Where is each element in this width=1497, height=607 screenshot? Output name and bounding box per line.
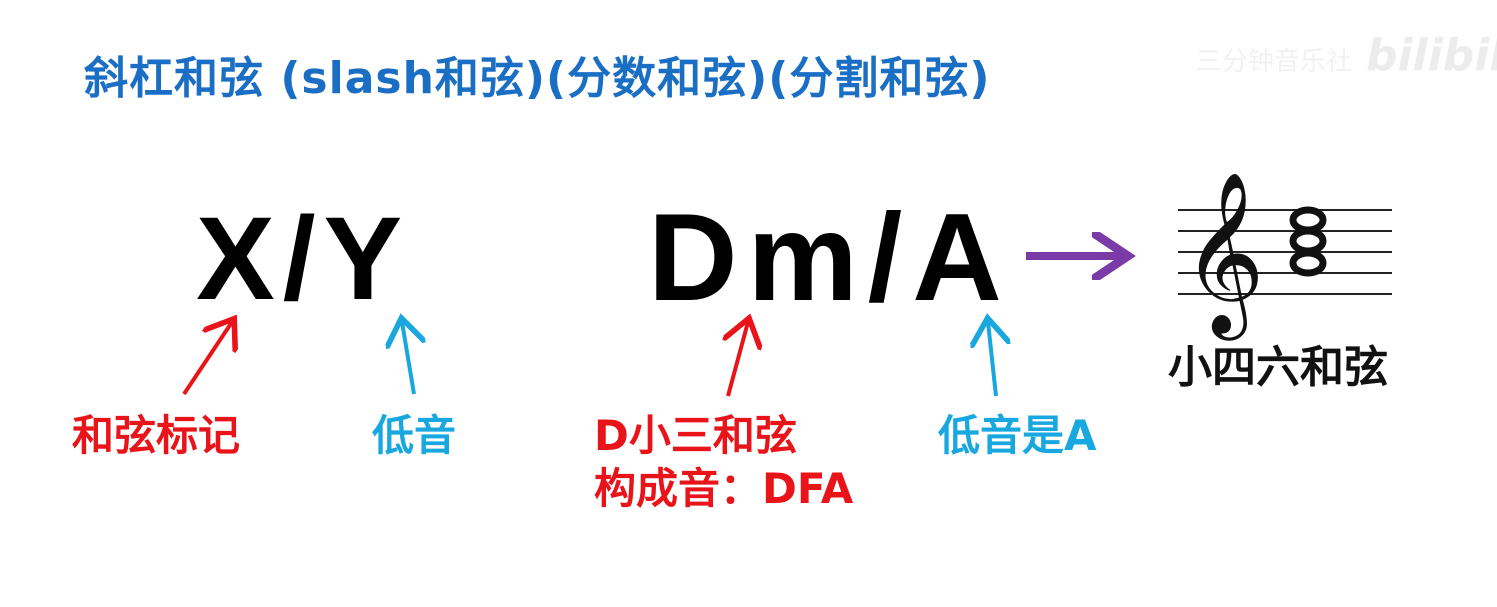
- treble-clef-icon: 𝄞: [1182, 171, 1265, 341]
- chord-mark-arrow: [182, 322, 232, 396]
- watermark-text: 三分钟音乐社: [1196, 47, 1353, 77]
- bilibili-logo: bilibili: [1366, 30, 1497, 81]
- bass-a-label: 低音是A: [938, 411, 1097, 460]
- music-staff: [1178, 209, 1392, 295]
- page-title: 斜杠和弦 (slash和弦)(分数和弦)(分割和弦): [84, 53, 991, 104]
- note-a: [1289, 249, 1327, 277]
- watermark: 三分钟音乐社 bilibili: [1196, 30, 1497, 81]
- bass-label: 低音: [372, 411, 457, 460]
- d-minor-label: D小三和弦 构成音：DFA: [594, 410, 853, 515]
- bass-arrow: [402, 322, 414, 395]
- d-minor-label-line1: D小三和弦: [594, 411, 797, 460]
- note-d: [1289, 227, 1327, 255]
- bass-a-arrow: [988, 322, 996, 397]
- generic-slash-chord: X/Y: [196, 193, 411, 325]
- example-slash-chord: Dm/A: [648, 189, 1012, 327]
- d-minor-arrow: [728, 322, 748, 397]
- note-f: [1289, 206, 1327, 234]
- chord-mark-label: 和弦标记: [72, 411, 241, 460]
- d-minor-label-line2: 构成音：DFA: [594, 463, 854, 513]
- chord-notes: [1289, 206, 1327, 277]
- chord-name-label: 小四六和弦: [1168, 342, 1388, 393]
